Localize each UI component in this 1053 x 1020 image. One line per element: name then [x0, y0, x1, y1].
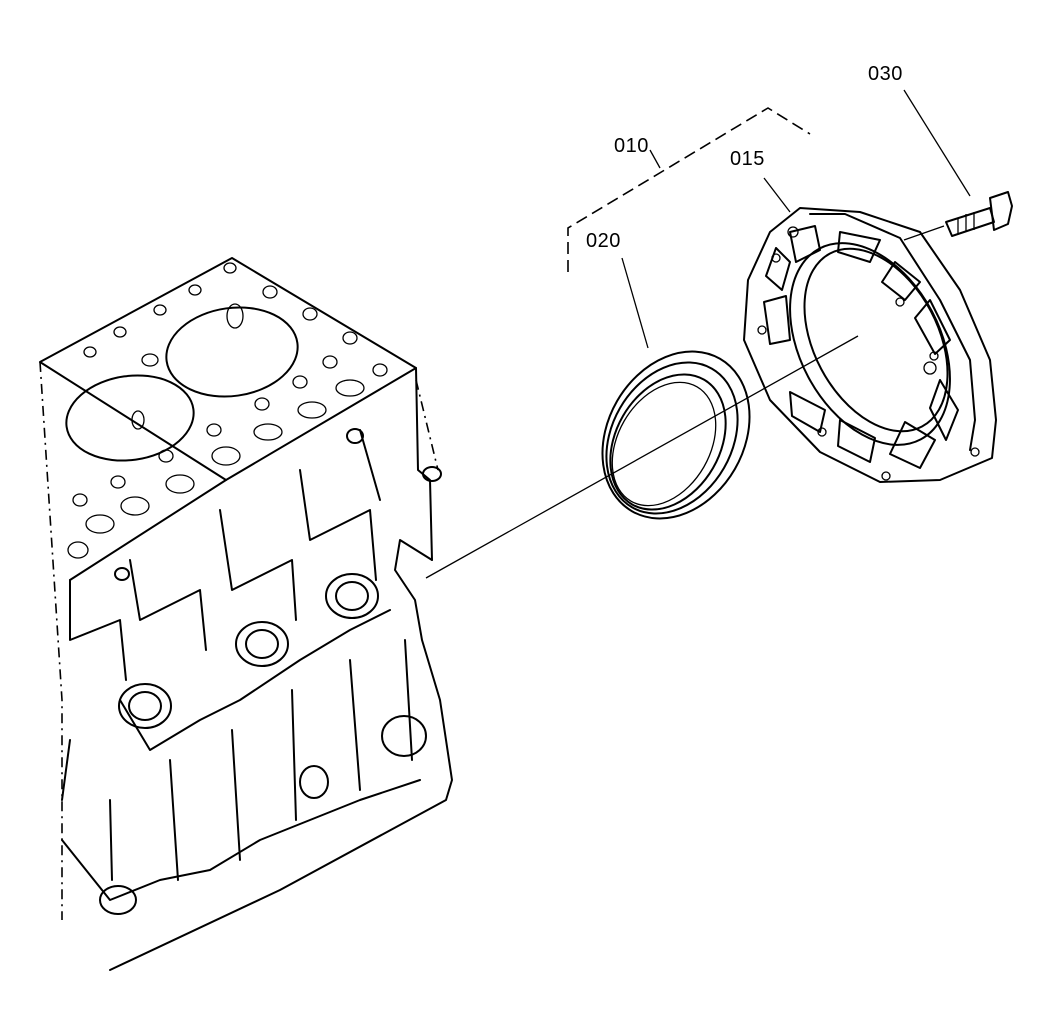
- callout-020: 020: [586, 230, 621, 252]
- callout-030: 030: [868, 63, 903, 85]
- engine-block: [39, 257, 453, 971]
- crankshaft-centerline: [425, 335, 859, 579]
- callout-015: 015: [730, 148, 765, 170]
- assembly-group-bracket: [567, 107, 811, 272]
- oil-seal: [601, 350, 751, 520]
- leader-lines: [621, 89, 971, 349]
- flange-bolt: [903, 191, 1013, 241]
- rear-seal-housing: [743, 207, 997, 483]
- callout-010: 010: [614, 135, 649, 157]
